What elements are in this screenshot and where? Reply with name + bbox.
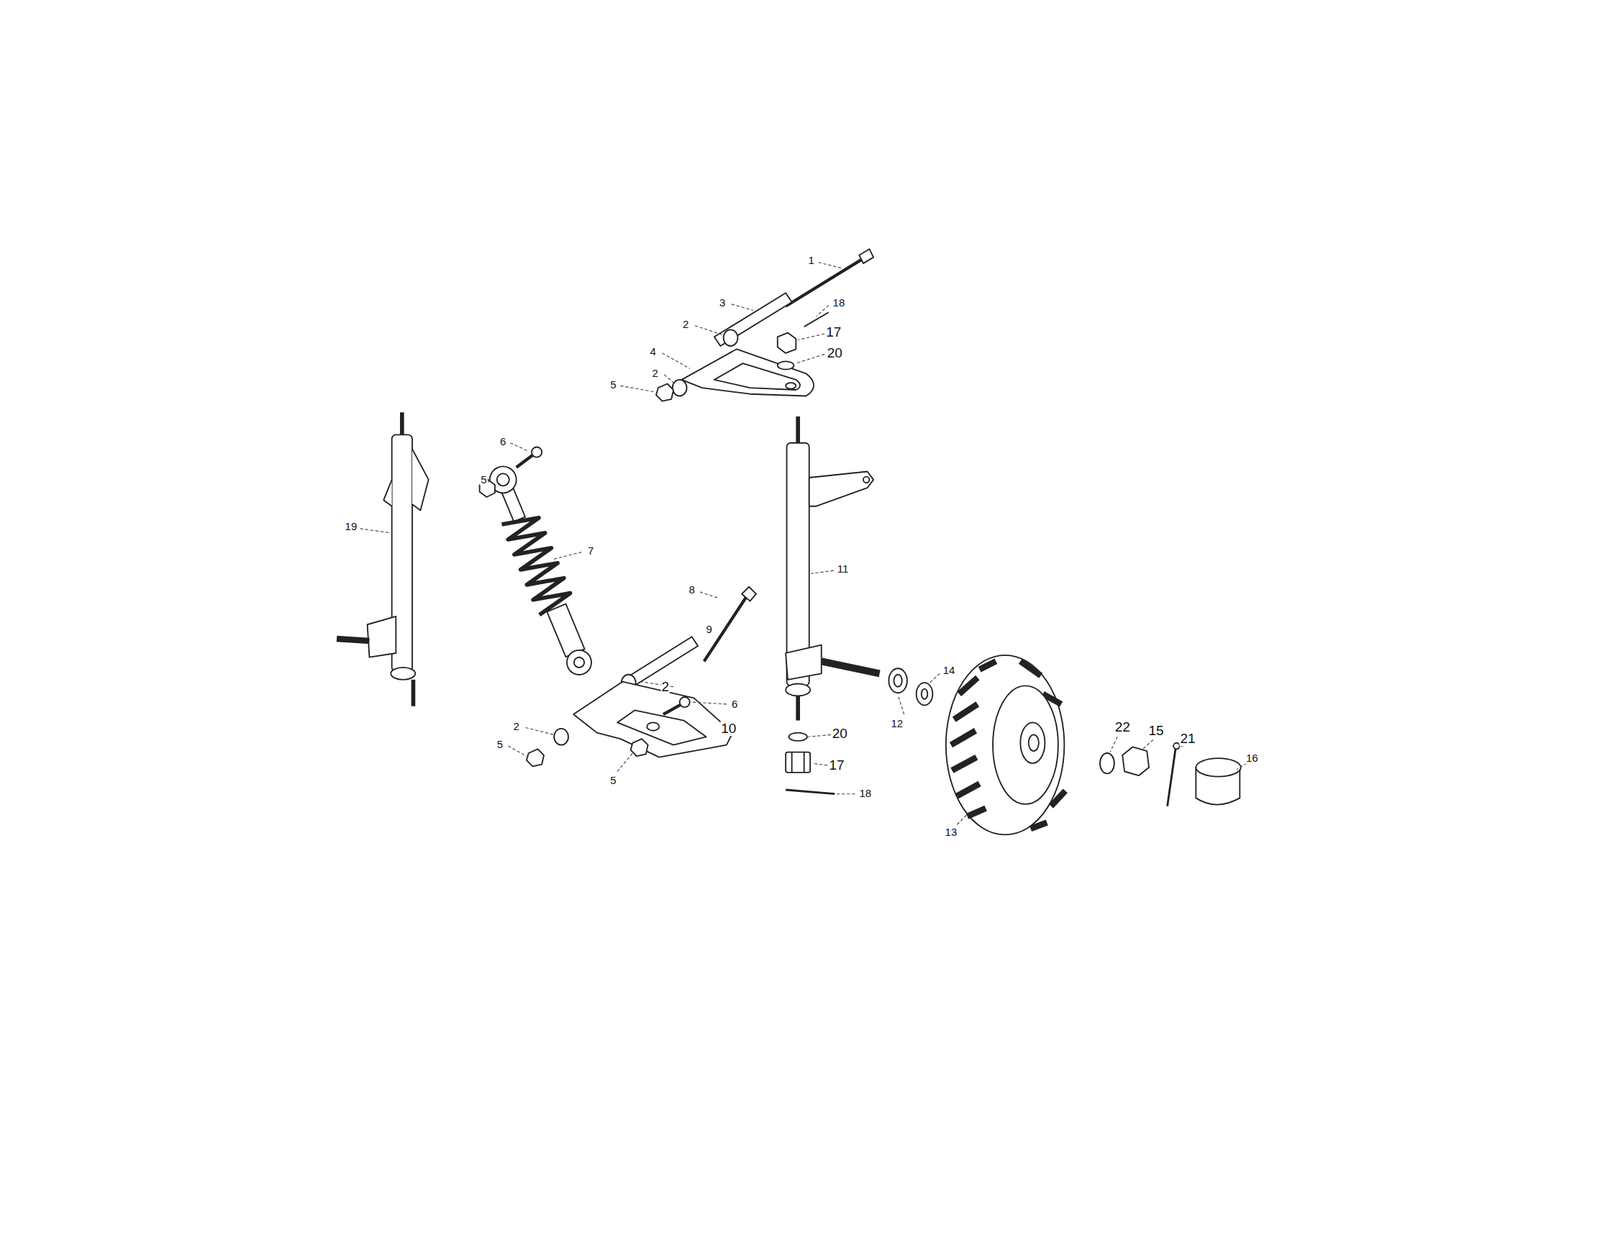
callout-number: 8	[687, 584, 695, 596]
callout-number: 17	[825, 325, 842, 340]
callout-number: 2	[682, 318, 690, 331]
callout-number: 7	[587, 545, 595, 557]
callout-number: 4	[649, 346, 657, 358]
callout-number: 21	[1179, 731, 1196, 747]
callout-number: 13	[944, 826, 959, 839]
callout-number: 5	[479, 474, 488, 486]
callout-number: 15	[1147, 723, 1165, 739]
callout-number: 5	[609, 379, 617, 391]
callout-number: 14	[942, 664, 957, 677]
callout-number: 10	[720, 721, 737, 736]
callout-number: 12	[889, 717, 904, 730]
callout-number: 5	[496, 738, 504, 751]
callout-number: 3	[718, 297, 726, 309]
callout-number: 9	[705, 623, 713, 636]
callout-number: 16	[1245, 752, 1259, 765]
callout-number: 11	[836, 563, 850, 575]
callout-number: 1	[807, 254, 815, 267]
callout-number: 18	[832, 297, 847, 309]
callout-number: 19	[344, 520, 359, 533]
callout-number: 20	[826, 346, 844, 361]
callout-number: 5	[609, 774, 617, 787]
callout-number: 2	[660, 679, 670, 695]
callout-number: 6	[730, 698, 739, 711]
callout-number: 2	[651, 367, 659, 380]
callout-number: 2	[512, 720, 521, 733]
callout-number: 20	[831, 726, 849, 742]
callout-number: 18	[858, 787, 872, 800]
callout-number: 22	[1114, 720, 1131, 735]
callout-number: 17	[828, 758, 845, 773]
callout-number: 6	[499, 435, 507, 448]
